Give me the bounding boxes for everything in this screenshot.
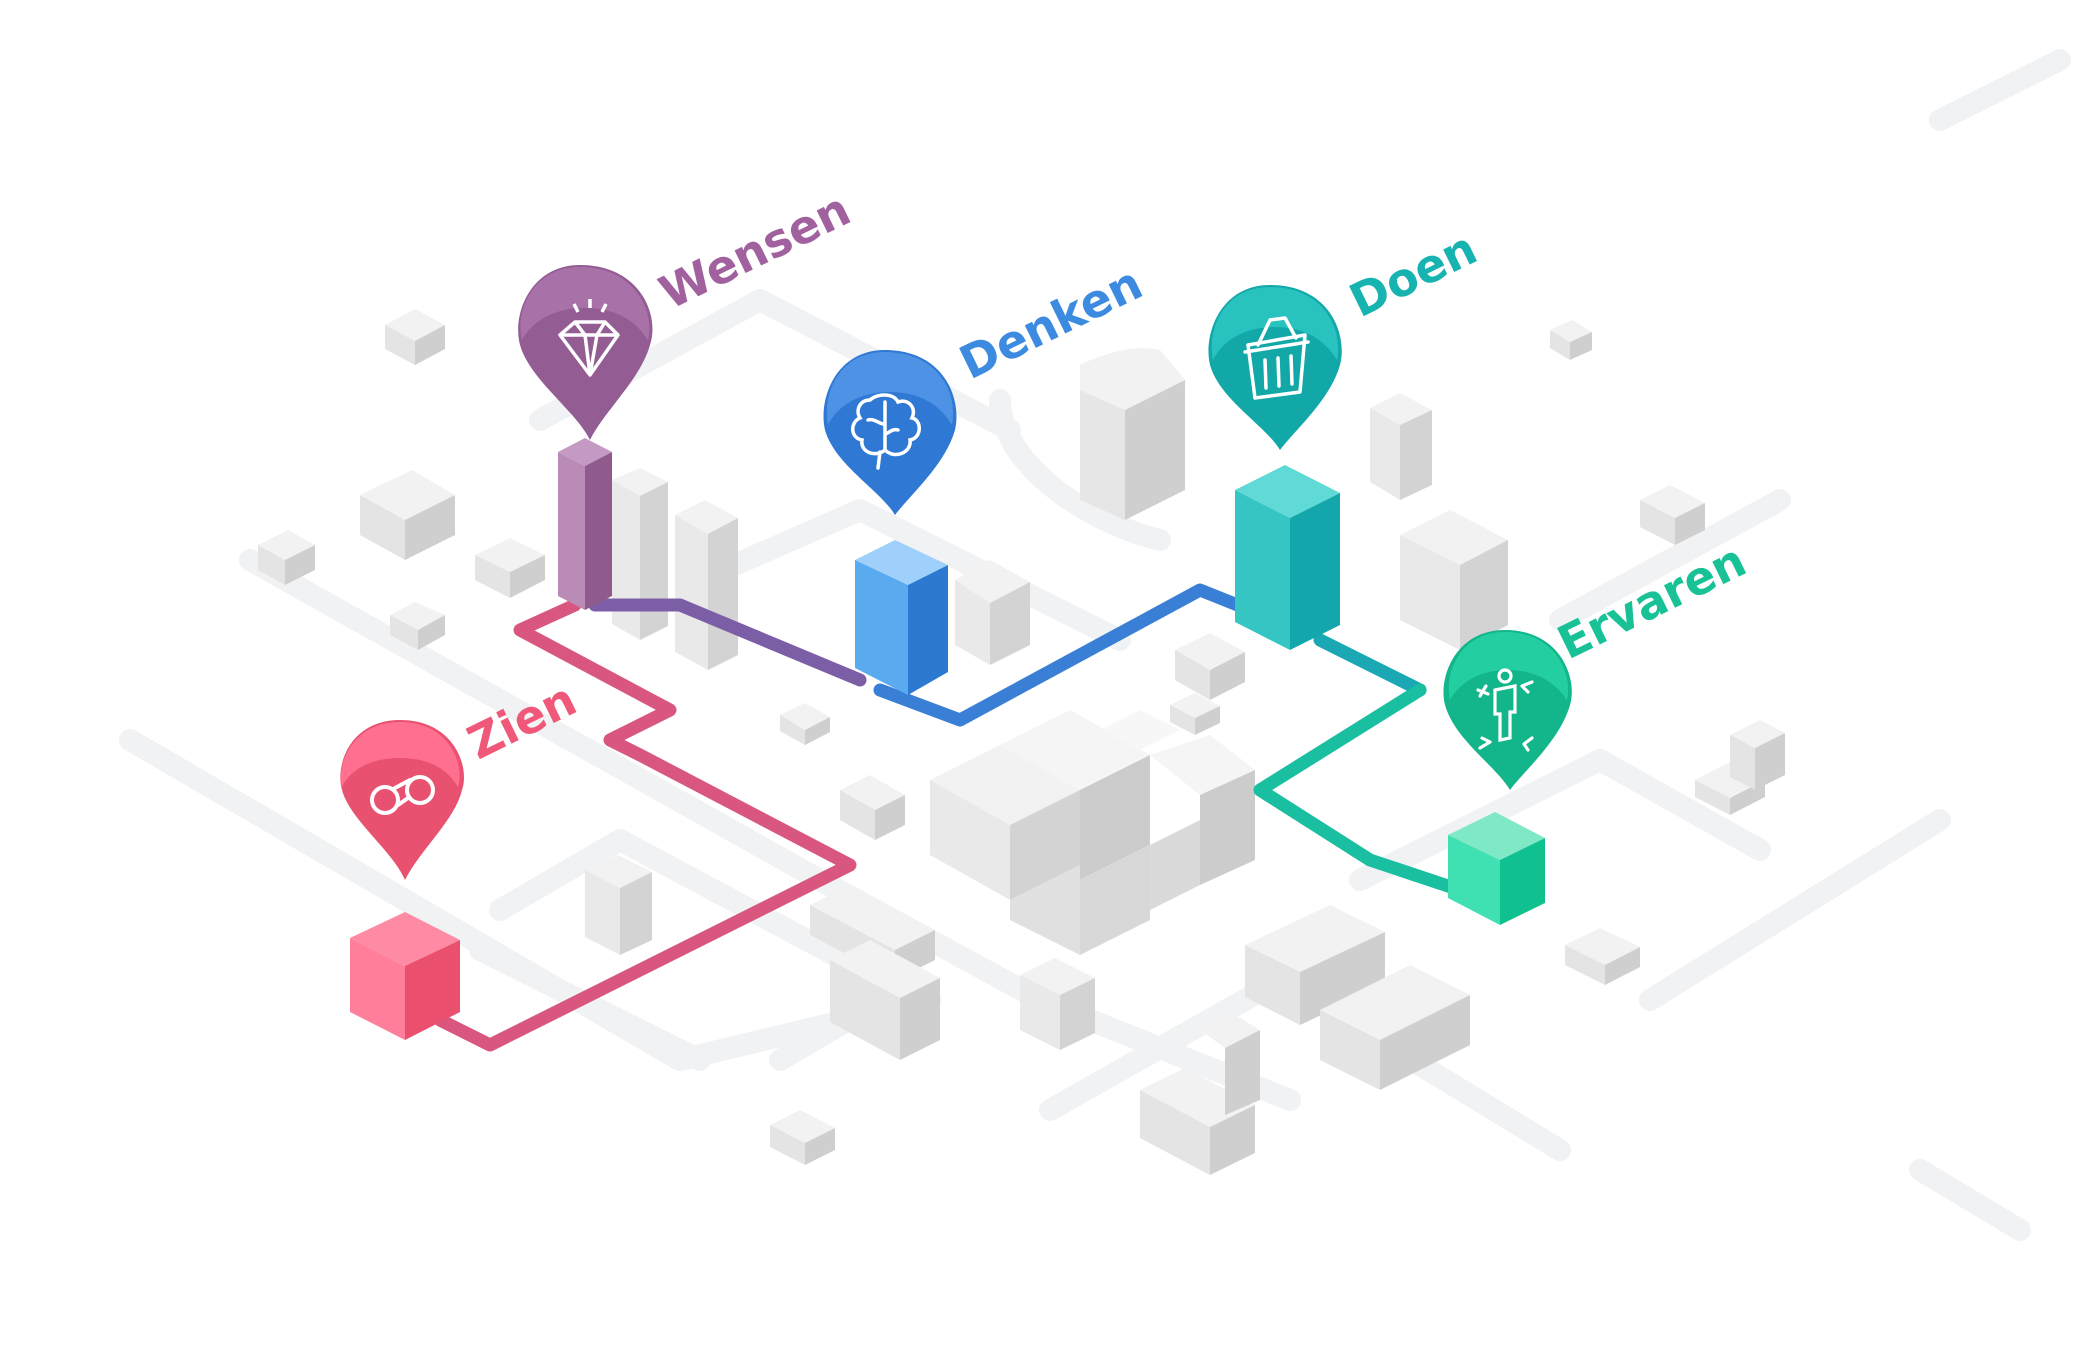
gray-building [390,602,445,650]
zien-building [350,912,460,1040]
basket-icon [1243,316,1310,400]
gray-building [1245,905,1385,1025]
gray-building [585,855,652,955]
brain-icon [851,393,921,470]
gray-building [1695,720,1785,815]
gray-building [955,560,1030,665]
gray-building [1140,1015,1260,1175]
gray-building [360,470,455,560]
gray-building [1640,485,1705,545]
gray-building [780,703,830,745]
wensen-building [558,438,612,610]
gray-building [1320,965,1470,1090]
pin-ervaren[interactable] [1443,630,1572,790]
gray-building [840,775,905,840]
journey-path [433,583,1467,1052]
gray-building [612,468,668,640]
gray-building-cluster [930,710,1255,955]
diamond-icon [558,299,620,377]
gray-building [258,530,315,585]
doen-building [1235,465,1340,650]
gray-building [1170,693,1220,735]
binoculars-icon [370,775,435,815]
gray-building [1080,348,1185,520]
gray-building [1175,633,1245,700]
gray-building [1550,320,1592,360]
gray-building [475,538,545,598]
gray-building [1370,393,1432,500]
label-doen: Doen [1341,221,1485,328]
pin-doen[interactable] [1208,285,1342,450]
gray-building [1565,928,1640,985]
gray-building [1400,510,1508,650]
gray-building [385,309,445,365]
denken-building [855,540,948,695]
pin-wensen[interactable] [518,265,653,440]
person-experience-icon [1476,668,1534,752]
gray-building [810,885,940,1060]
ervaren-building [1448,812,1545,925]
gray-building [770,1110,835,1165]
pin-denken[interactable] [823,350,957,515]
gray-building [1020,958,1095,1050]
gray-building [675,500,738,670]
pin-zien[interactable] [340,720,465,880]
